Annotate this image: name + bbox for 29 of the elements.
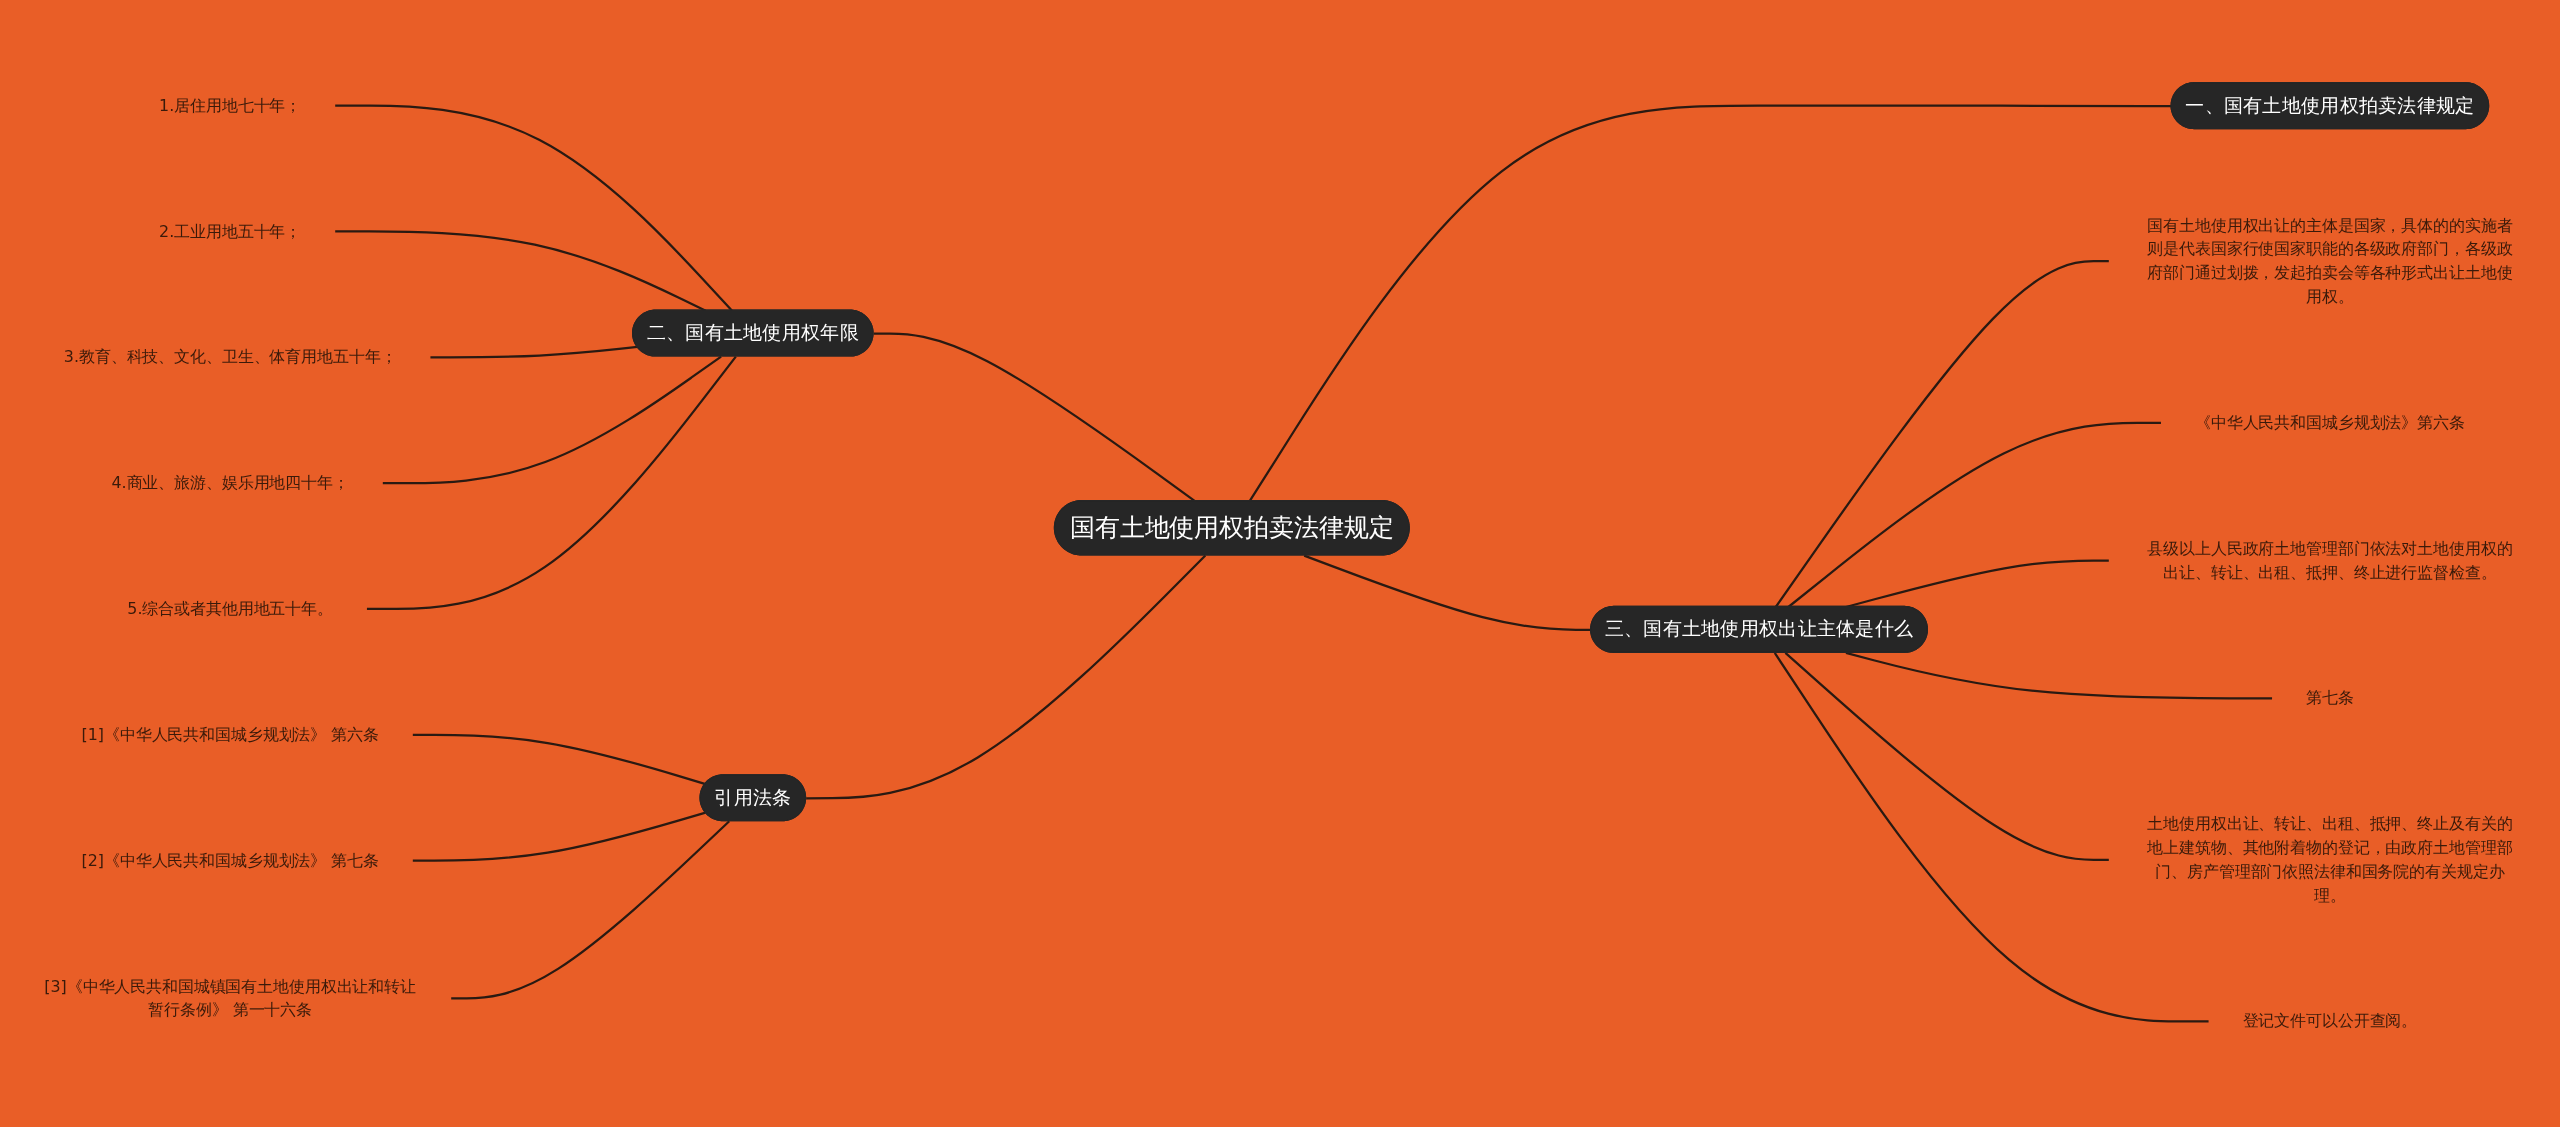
connector bbox=[1773, 652, 2209, 1023]
node-text: 3.教育、科技、文化、卫生、体育用地五十年； bbox=[63, 347, 397, 366]
node-text: 2.工业用地五十年； bbox=[159, 221, 302, 240]
connector bbox=[335, 230, 707, 312]
connector bbox=[451, 820, 731, 1000]
node-text: 5.综合或者其他用地五十年。 bbox=[127, 599, 333, 618]
node-text: 4.商业、旅游、娱乐用地四十年； bbox=[111, 473, 349, 492]
node-text: 土地使用权出让、转让、出租、抵押、终止及有关的地上建筑物、其他附着物的登记，由政府土地管理部门、房产管理部门依照法律和国务院的有关规定办理。 bbox=[2147, 814, 2513, 905]
node-text: [3]《中华人民共和国城镇国有土地使用权出让和转让暂行条例》 第一十六条 bbox=[44, 976, 416, 1019]
connector bbox=[412, 733, 706, 786]
node-text: 1.居住用地七十年； bbox=[159, 96, 302, 115]
connector bbox=[366, 355, 737, 611]
connector bbox=[1787, 421, 2161, 608]
node-text: 第七条 bbox=[2306, 688, 2354, 707]
connector bbox=[335, 104, 733, 312]
connector bbox=[1774, 260, 2109, 608]
connector bbox=[430, 345, 638, 359]
connector bbox=[1784, 652, 2109, 861]
node-text: 登记文件可以公开查阅。 bbox=[2242, 1011, 2418, 1030]
connector bbox=[412, 811, 706, 862]
node-text: 《中华人民共和国城乡规划法》第六条 bbox=[2194, 413, 2465, 432]
connector bbox=[382, 355, 722, 485]
node-text: 县级以上人民政府土地管理部门依法对土地使用权的出让、转让、出租、抵押、终止进行监督检查。 bbox=[2147, 538, 2513, 581]
connector bbox=[806, 554, 1207, 800]
connector bbox=[1248, 104, 2172, 502]
node-text: [2]《中华人民共和国城乡规划法》 第七条 bbox=[81, 851, 379, 870]
node-text: [1]《中华人民共和国城乡规划法》 第六条 bbox=[81, 725, 379, 744]
node-text: 国有土地使用权出让的主体是国家，具体的的实施者则是代表国家行使国家职能的各级政府部门，各级政府部门通过划拨，发起拍卖会等各种形式出让土地使用权。 bbox=[2147, 215, 2513, 306]
connector bbox=[1845, 651, 2273, 700]
